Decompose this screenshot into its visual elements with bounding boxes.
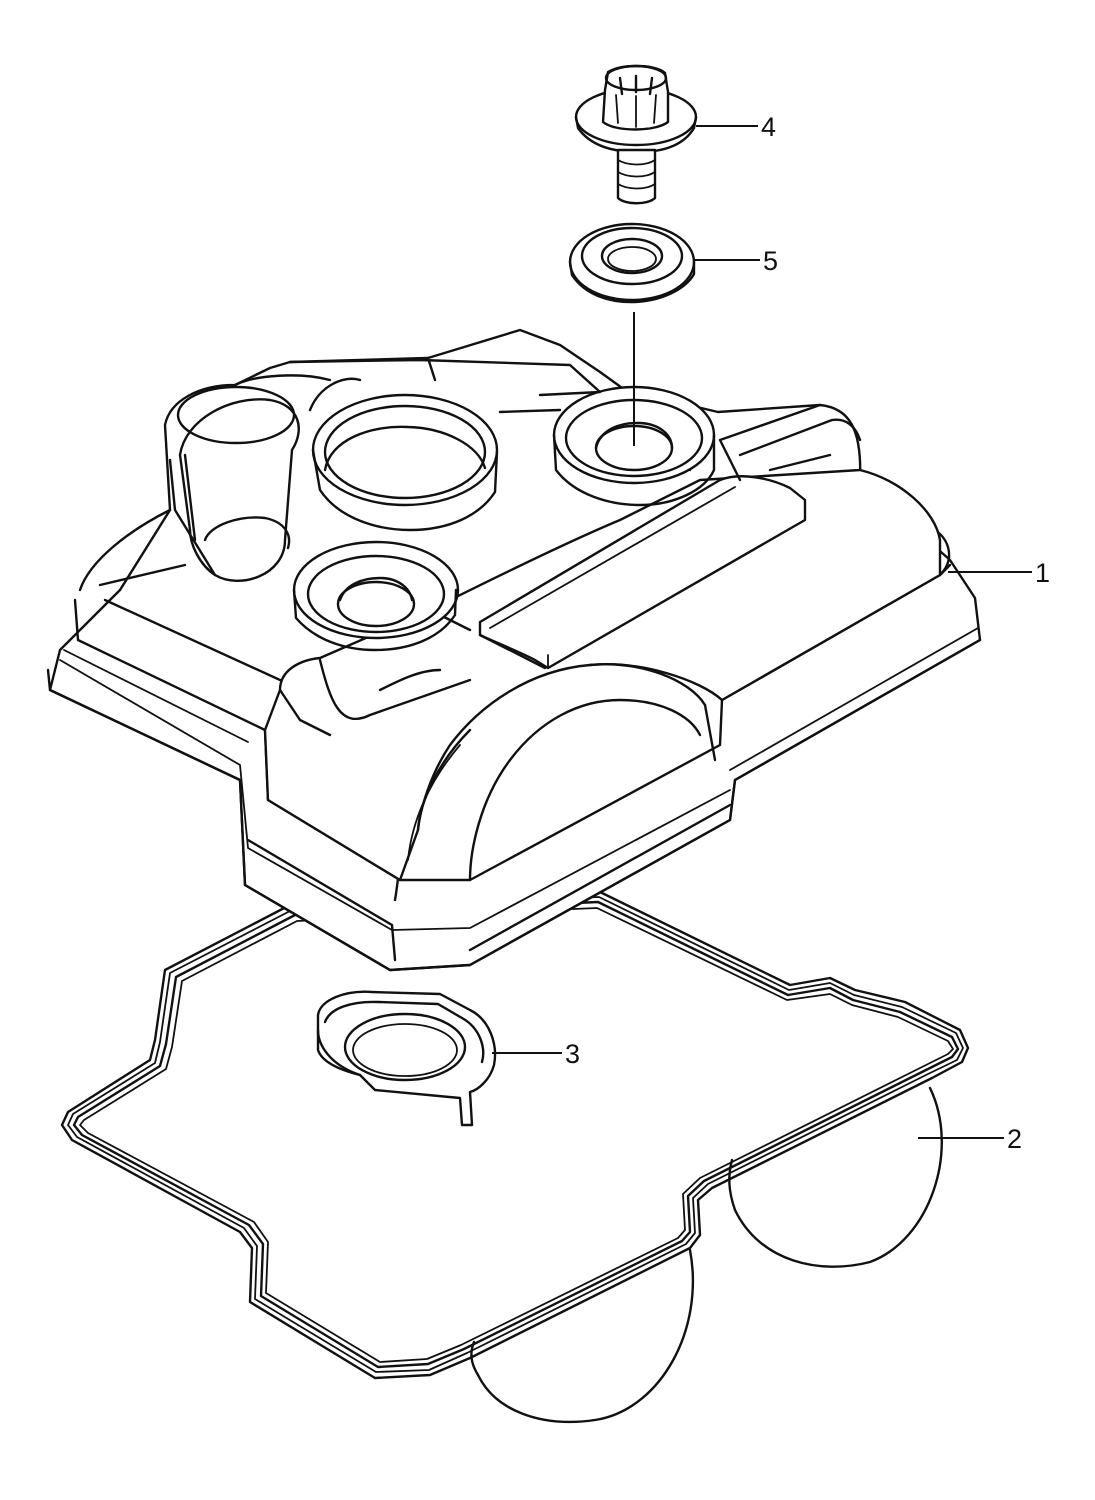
callout-3: 3 — [492, 1039, 580, 1069]
callout-label-1: 1 — [1035, 558, 1050, 588]
callout-2: 2 — [918, 1124, 1022, 1154]
cylinder-head-cover — [46, 328, 982, 972]
callout-5: 5 — [694, 246, 778, 276]
plug-hole-gasket — [316, 990, 497, 1127]
callout-1: 1 — [948, 558, 1050, 588]
callout-label-3: 3 — [565, 1039, 580, 1069]
callout-label-5: 5 — [763, 246, 778, 276]
seal-washer — [568, 222, 696, 304]
callout-label-2: 2 — [1007, 1124, 1022, 1154]
head-cover-gasket — [60, 890, 970, 1424]
callout-4: 4 — [696, 112, 776, 142]
bolt — [574, 64, 698, 205]
callout-label-4: 4 — [761, 112, 776, 142]
